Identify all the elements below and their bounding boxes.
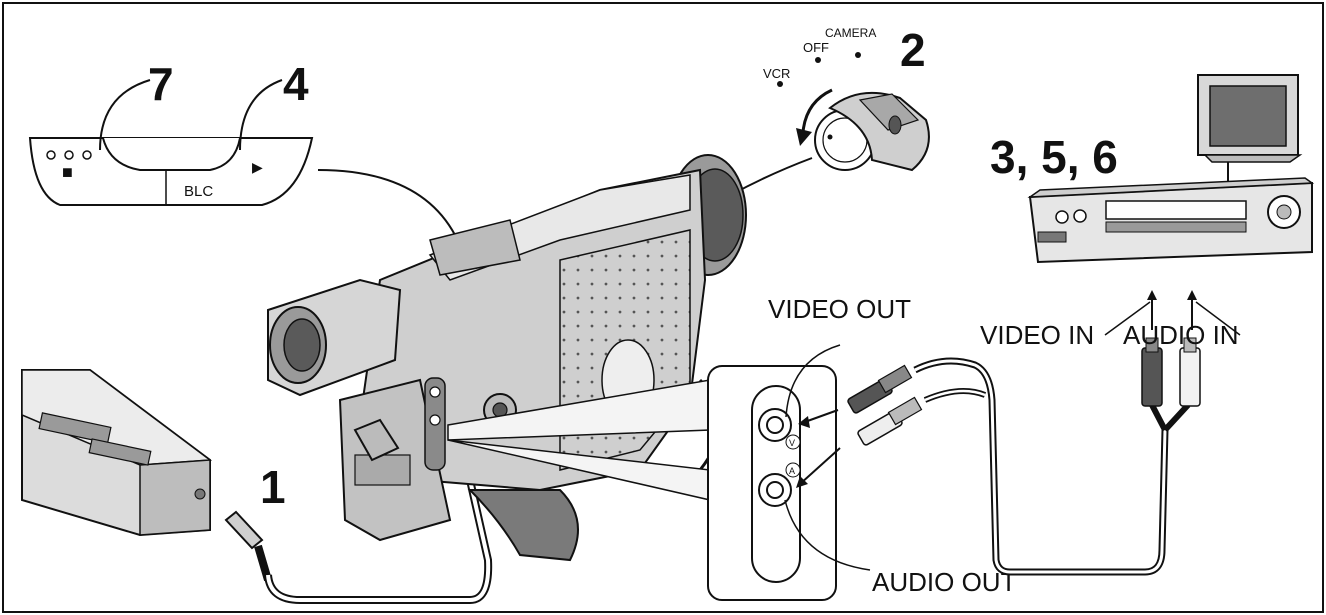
callout-line-4 xyxy=(239,79,283,151)
video-out-label: VIDEO OUT xyxy=(768,294,911,324)
rotate-arrowhead-icon xyxy=(796,128,812,146)
tv-set xyxy=(1197,74,1303,190)
av-cable xyxy=(847,337,1201,576)
plug-arrow-icon xyxy=(799,447,841,485)
control-panel-inset: ■ ▶ BLC xyxy=(28,79,456,236)
step-4-label: 4 xyxy=(283,58,309,110)
video-in-label: VIDEO IN xyxy=(980,320,1094,350)
audio-a-mark: A xyxy=(789,466,795,476)
dial-vcr-label: VCR xyxy=(763,66,790,81)
up-arrow-icon xyxy=(1187,290,1197,300)
video-v-mark: V xyxy=(789,438,795,448)
tv-screen xyxy=(1209,85,1287,147)
panel-button-icon xyxy=(82,150,92,160)
step-7-label: 7 xyxy=(148,58,174,110)
dial-camera-label: CAMERA xyxy=(825,26,876,40)
step-1-label: 1 xyxy=(260,461,286,513)
panel-button-icon xyxy=(46,150,56,160)
up-arrow-icon xyxy=(1147,290,1157,300)
av-jack-inset: V A xyxy=(447,344,871,601)
vcr-input-arrows xyxy=(1104,290,1241,336)
audio-out-label: AUDIO OUT xyxy=(872,567,1017,597)
mode-dial-inset: VCR OFF CAMERA xyxy=(499,26,930,411)
step-2-label: 2 xyxy=(900,24,926,76)
audio-in-label: AUDIO IN xyxy=(1123,320,1239,350)
callout-line-7 xyxy=(99,79,151,151)
blc-label: BLC xyxy=(184,183,213,200)
play-icon: ▶ xyxy=(252,159,263,175)
stop-icon: ■ xyxy=(62,162,73,182)
dial-off-label: OFF xyxy=(803,40,829,55)
panel-button-icon xyxy=(64,150,74,160)
step-356-label: 3, 5, 6 xyxy=(990,131,1118,183)
rotate-arrow-icon xyxy=(801,88,833,133)
panel-leader-line xyxy=(317,169,456,236)
vcr-deck xyxy=(1027,177,1315,264)
dc-plug xyxy=(254,544,272,582)
